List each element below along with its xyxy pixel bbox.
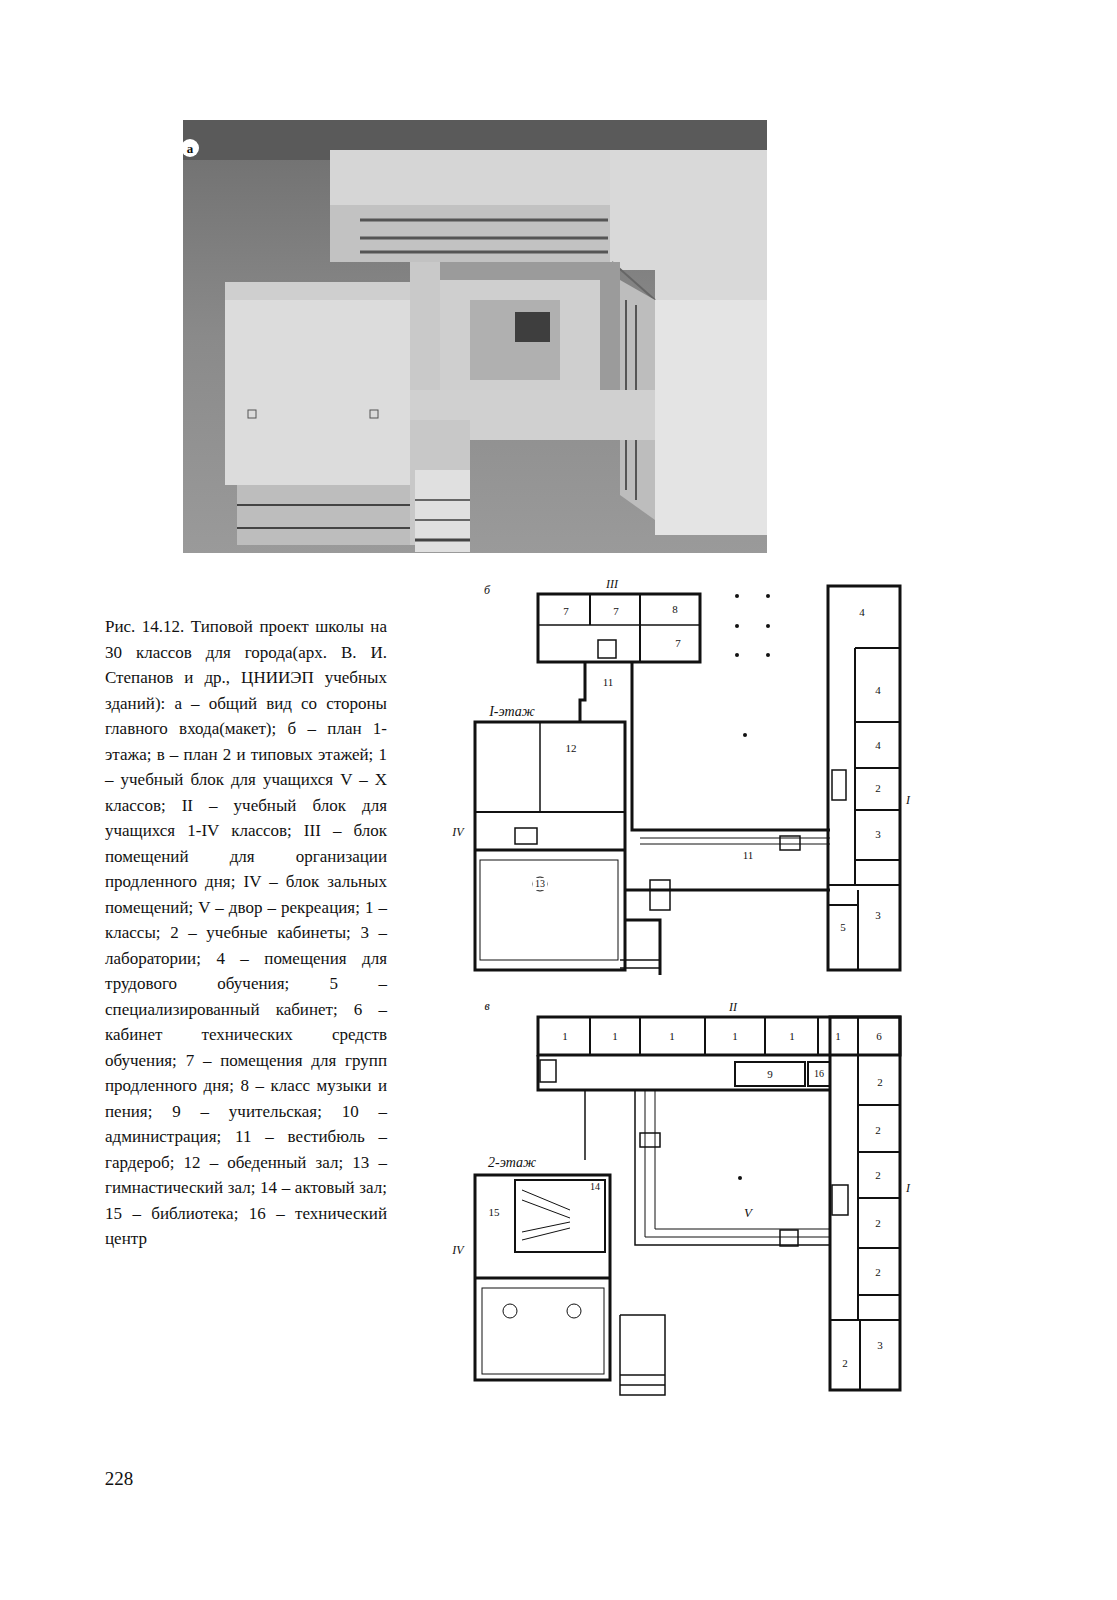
callout-number: 16 <box>812 1068 826 1080</box>
callout-number: 2 <box>873 1266 883 1279</box>
callout-number: 1 <box>787 1030 797 1043</box>
callout-number: 9 <box>765 1068 775 1081</box>
block-number: V <box>742 1205 754 1220</box>
figure-caption: Рис. 14.12. Типовой проект школы на 30 к… <box>105 614 387 1252</box>
callout-number: 12 <box>564 742 579 755</box>
callout-number: 7 <box>673 637 683 650</box>
callout-number: 14 <box>588 1181 602 1193</box>
callout-number: 3 <box>873 909 883 922</box>
callout-number: 11 <box>601 676 616 689</box>
callout-number: 3 <box>875 1339 885 1352</box>
callout-number: 4 <box>873 739 883 752</box>
plan-marker: в <box>482 999 491 1013</box>
photo-marker: а <box>185 141 196 156</box>
plan-marker: б <box>482 583 492 597</box>
floor-label: I-этаж <box>487 704 537 720</box>
callout-number: 1 <box>560 1030 570 1043</box>
block-number: III <box>604 577 620 591</box>
block-number: II <box>727 1000 739 1014</box>
callout-number: 4 <box>873 684 883 697</box>
callout-number: 7 <box>611 605 621 618</box>
callout-number: 15 <box>487 1206 502 1219</box>
floor-label: 2-этаж <box>486 1155 538 1171</box>
callout-number: 2 <box>873 782 883 795</box>
floor-plan-2 <box>475 1017 900 1395</box>
callout-number: 5 <box>838 921 848 934</box>
block-number: I <box>904 1181 912 1195</box>
callout-number: 2 <box>840 1357 850 1370</box>
callout-number: 11 <box>741 849 756 862</box>
callout-number: 2 <box>875 1076 885 1089</box>
callout-number: 2 <box>873 1169 883 1182</box>
floor-plan-1 <box>475 586 900 975</box>
callout-number: 8 <box>670 603 680 616</box>
callout-number: 4 <box>857 606 867 619</box>
callout-number: 2 <box>873 1217 883 1230</box>
block-number: IV <box>450 1243 465 1257</box>
callout-number: 1 <box>610 1030 620 1043</box>
block-number: IV <box>450 825 465 839</box>
block-number: I <box>904 793 912 807</box>
page-number: 228 <box>103 1468 136 1489</box>
callout-number: 6 <box>874 1030 884 1043</box>
callout-number: 13 <box>533 878 547 890</box>
callout-number: 1 <box>667 1030 677 1043</box>
callout-number: 3 <box>873 828 883 841</box>
callout-number: 7 <box>561 605 571 618</box>
callout-number: 2 <box>873 1124 883 1137</box>
callout-number: 1 <box>730 1030 740 1043</box>
colonnade-dots <box>735 594 770 1180</box>
callout-number: 1 <box>833 1030 843 1043</box>
model-photo <box>181 120 767 553</box>
